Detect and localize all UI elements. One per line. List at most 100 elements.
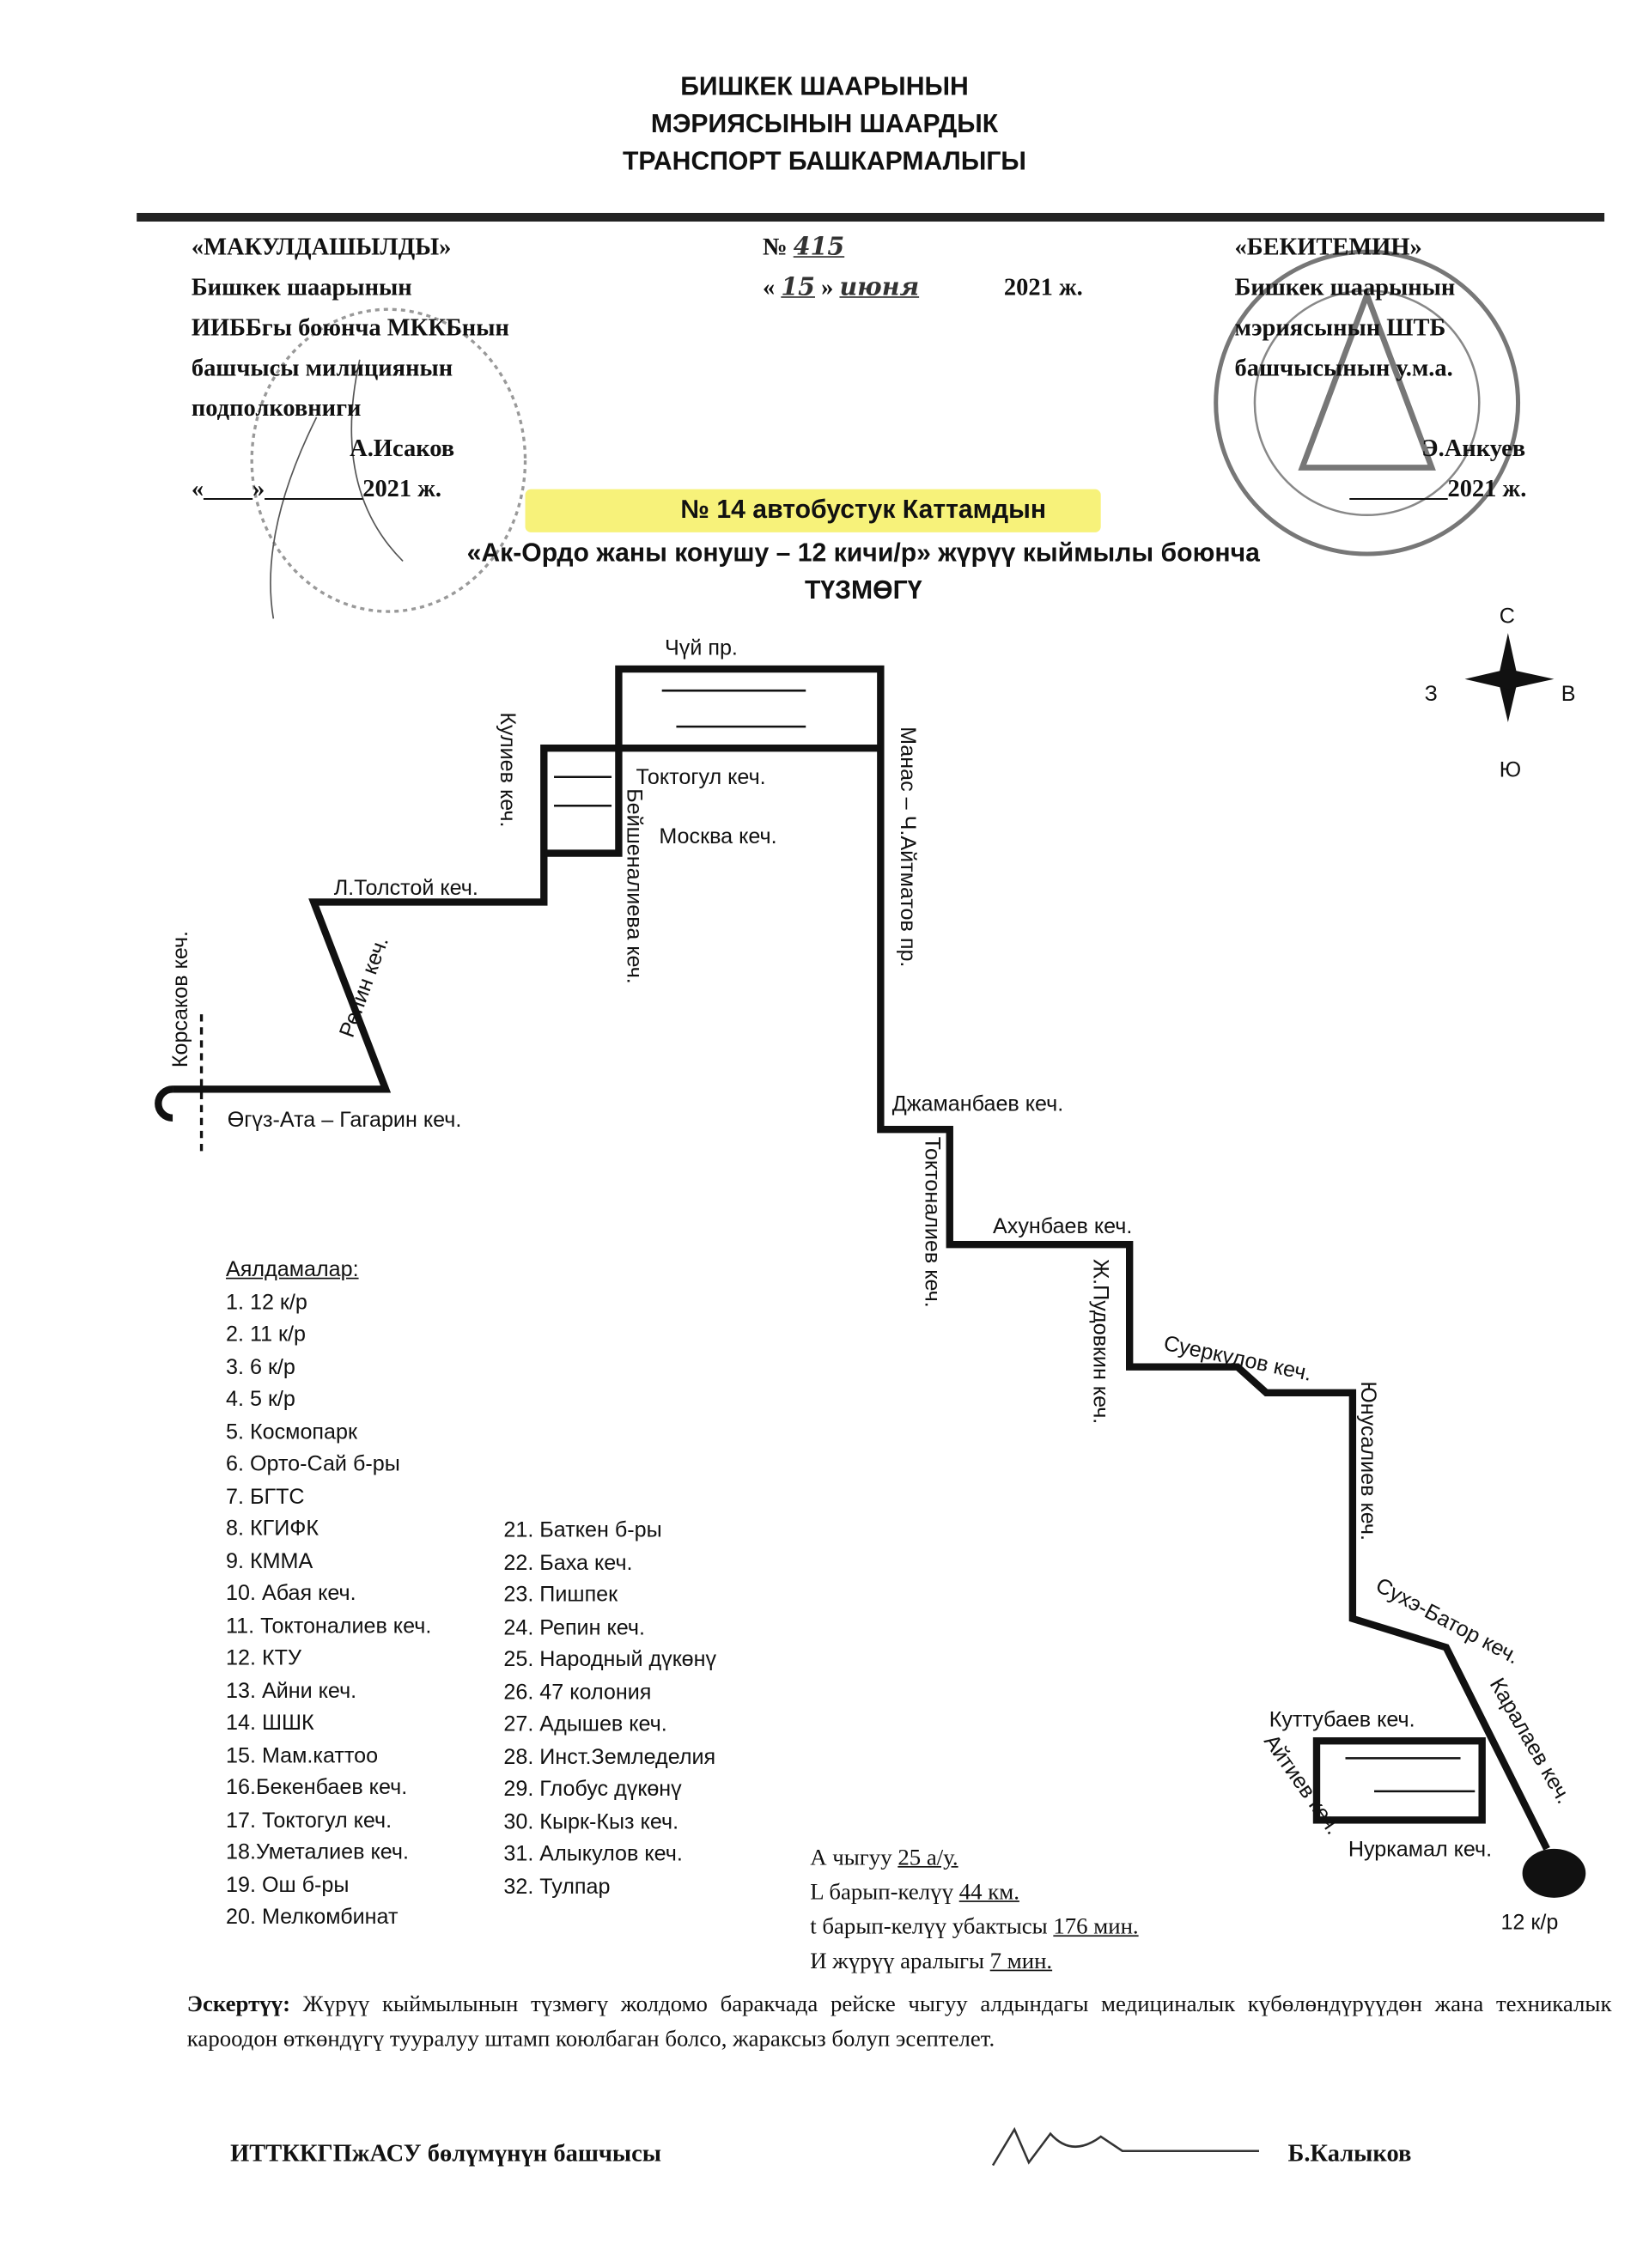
stop-item: 11. Токтоналиев кеч. (226, 1613, 432, 1639)
stamp-right-seal (1214, 249, 1521, 556)
title-line1: № 14 автобустук Каттамдын (680, 495, 1047, 524)
date-year: 2021 ж. (1003, 273, 1083, 301)
right-signer-name: Э.Анкуев (1421, 434, 1526, 462)
left-line: подполковниги (191, 394, 362, 422)
stop-item: 22. Баха кеч. (503, 1550, 633, 1575)
left-signer-name: А.Исаков (350, 434, 455, 462)
compass-w: З (1425, 682, 1438, 706)
street-label: Айтиев кеч. (1259, 1730, 1345, 1839)
stop-item: 2. 11 к/р (226, 1322, 307, 1347)
stop-item: 16.Бекенбаев кеч. (226, 1775, 408, 1800)
header-line2: МЭРИЯСЫНЫН ШААРДЫК (650, 109, 999, 138)
street-label: Нуркамал кеч. (1348, 1837, 1492, 1861)
street-label: Каралаев кеч. (1485, 1674, 1576, 1808)
document-number: 415 (793, 233, 845, 262)
street-label: Москва кеч. (659, 824, 776, 848)
stop-item: 14. ШШК (226, 1711, 314, 1736)
street-label: Ж.Пудовкин кеч. (1088, 1259, 1112, 1424)
stop-item: 21. Баткен б-ры (503, 1517, 662, 1543)
stop-item: 12. КТУ (226, 1645, 301, 1671)
param-value: 176 мин. (1053, 1914, 1139, 1940)
header-line1: БИШКЕК ШААРЫНЫН (680, 71, 969, 101)
street-label: Токтоналиев кеч. (920, 1137, 944, 1308)
stop-item: 10. Абая кеч. (226, 1581, 356, 1606)
compass-s: Ю (1500, 758, 1521, 782)
stop-item: 29. Глобус дүкөнү (503, 1777, 682, 1802)
street-label: Суеркулов кеч. (1161, 1331, 1313, 1386)
stop-item: 31. Алыкулов кеч. (503, 1841, 683, 1866)
note: Эскертүү: Жүрүү кыймылынын түзмөгү жолдо… (187, 1988, 1612, 2057)
stop-item: 26. 47 колония (503, 1680, 652, 1705)
end-stop-label: 12 к/р (1500, 1911, 1558, 1935)
footer-name: Б.Калыков (1287, 2139, 1412, 2168)
stop-item: 32. Тулпар (503, 1874, 611, 1899)
stop-item: 25. Народный дүкөнү (503, 1647, 717, 1672)
stop-item: 5. Космопарк (226, 1419, 357, 1444)
stop-item: 15. Мам.каттоо (226, 1742, 379, 1768)
stop-item: 8. КГИФК (226, 1516, 319, 1541)
param-value: 7 мин. (989, 1949, 1053, 1974)
street-label: Корсаков кеч. (168, 931, 192, 1067)
stop-item: 13. Айни кеч. (226, 1678, 357, 1703)
left-line: Бишкек шаарынын (191, 273, 412, 301)
terminal-stop-marker (1522, 1848, 1586, 1898)
compass-icon (1464, 633, 1555, 723)
stop-item: 1. 12 к/р (226, 1289, 307, 1315)
note-text: Жүрүү кыймылынын түзмөгү жолдомо баракча… (186, 1992, 1612, 2052)
stop-item: 18.Уметалиев кеч. (226, 1839, 409, 1865)
note-label: Эскертүү: (186, 1992, 291, 2017)
left-approval-title: «МАКУЛДАШЫЛДЫ» (191, 233, 452, 261)
stamp-left (250, 307, 527, 619)
turnaround-icon (155, 1085, 173, 1122)
title-line2: «Ак-Ордо жаны конушу – 12 кичи/р» жүрүү … (466, 538, 1260, 568)
stop-item: 28. Инст.Земледелия (503, 1744, 716, 1769)
left-line: башчысы милициянын (191, 354, 453, 381)
title-highlight (525, 489, 1101, 532)
street-label: Токтогул кеч. (636, 765, 766, 789)
param-value: 25 а/у. (898, 1845, 958, 1871)
header-line3: ТРАНСПОРТ БАШКАРМАЛЫГЫ (623, 146, 1026, 176)
stop-item: 4. 5 к/р (226, 1387, 295, 1412)
stops-heading: Аялдамалар: (226, 1257, 359, 1282)
date-day: 15 (781, 273, 815, 302)
stop-item: 3. 6 к/р (226, 1354, 295, 1379)
street-label: Бейшеналиева кеч. (622, 788, 646, 984)
left-date: «____»________2021 ж. (191, 474, 442, 502)
number-label: № (762, 233, 788, 261)
stop-item: 20. Мелкомбинат (226, 1905, 399, 1930)
param-label: И жүрүү аралыгы (810, 1949, 984, 1974)
street-label: Ахунбаев кеч. (993, 1214, 1132, 1238)
street-label: Джаманбаев кеч. (892, 1091, 1064, 1116)
stop-item: 9. КММА (226, 1548, 313, 1574)
signature (991, 2126, 1259, 2167)
street-label: Л.Толстой кеч. (334, 876, 478, 900)
compass-e: В (1561, 682, 1576, 706)
param-label: t барып-келүү убактысы (810, 1914, 1048, 1940)
stop-item: 30. Кырк-Кыз кеч. (503, 1809, 679, 1834)
street-label: Манас – Ч.Айтматов пр. (896, 727, 920, 967)
stop-item: 24. Репин кеч. (503, 1614, 645, 1640)
route-parameters: А чыгуу 25 а/у. L барып-келүү 44 км. t б… (810, 1842, 1138, 1980)
stop-item: 7. БГТС (226, 1484, 305, 1509)
direction-arrows (554, 689, 1476, 1793)
left-line: ИИББгы боюнча МККБнын (191, 313, 509, 342)
header-divider (137, 212, 1605, 222)
route-line (173, 665, 1550, 1851)
right-line: Бишкек шаарынын (1234, 273, 1456, 301)
param-label: А чыгуу (810, 1845, 892, 1871)
street-label: Юнусалиев кеч. (1356, 1381, 1380, 1541)
stop-item: 23. Пишпек (503, 1582, 618, 1608)
stop-item: 27. Адышев кеч. (503, 1712, 667, 1737)
stop-item: 6. Орто-Сай б-ры (226, 1451, 400, 1476)
right-approval-title: «БЕКИТЕМИН» (1234, 233, 1422, 261)
date-month: июня (839, 273, 920, 302)
right-line: башчысынын у.м.а. (1234, 354, 1453, 381)
street-label: Өгүз-Ата – Гагарин кеч. (228, 1108, 462, 1132)
right-line: мэриясынын ШТБ (1234, 313, 1446, 342)
stops-list-col1: Аялдамалар: 1. 12 к/р 2. 11 к/р 3. 6 к/р 4.… (226, 1255, 431, 1935)
street-label: Кулиев кеч. (496, 712, 520, 827)
compass-n: С (1500, 604, 1515, 628)
stop-item: 17. Токтогул кеч. (226, 1808, 392, 1833)
